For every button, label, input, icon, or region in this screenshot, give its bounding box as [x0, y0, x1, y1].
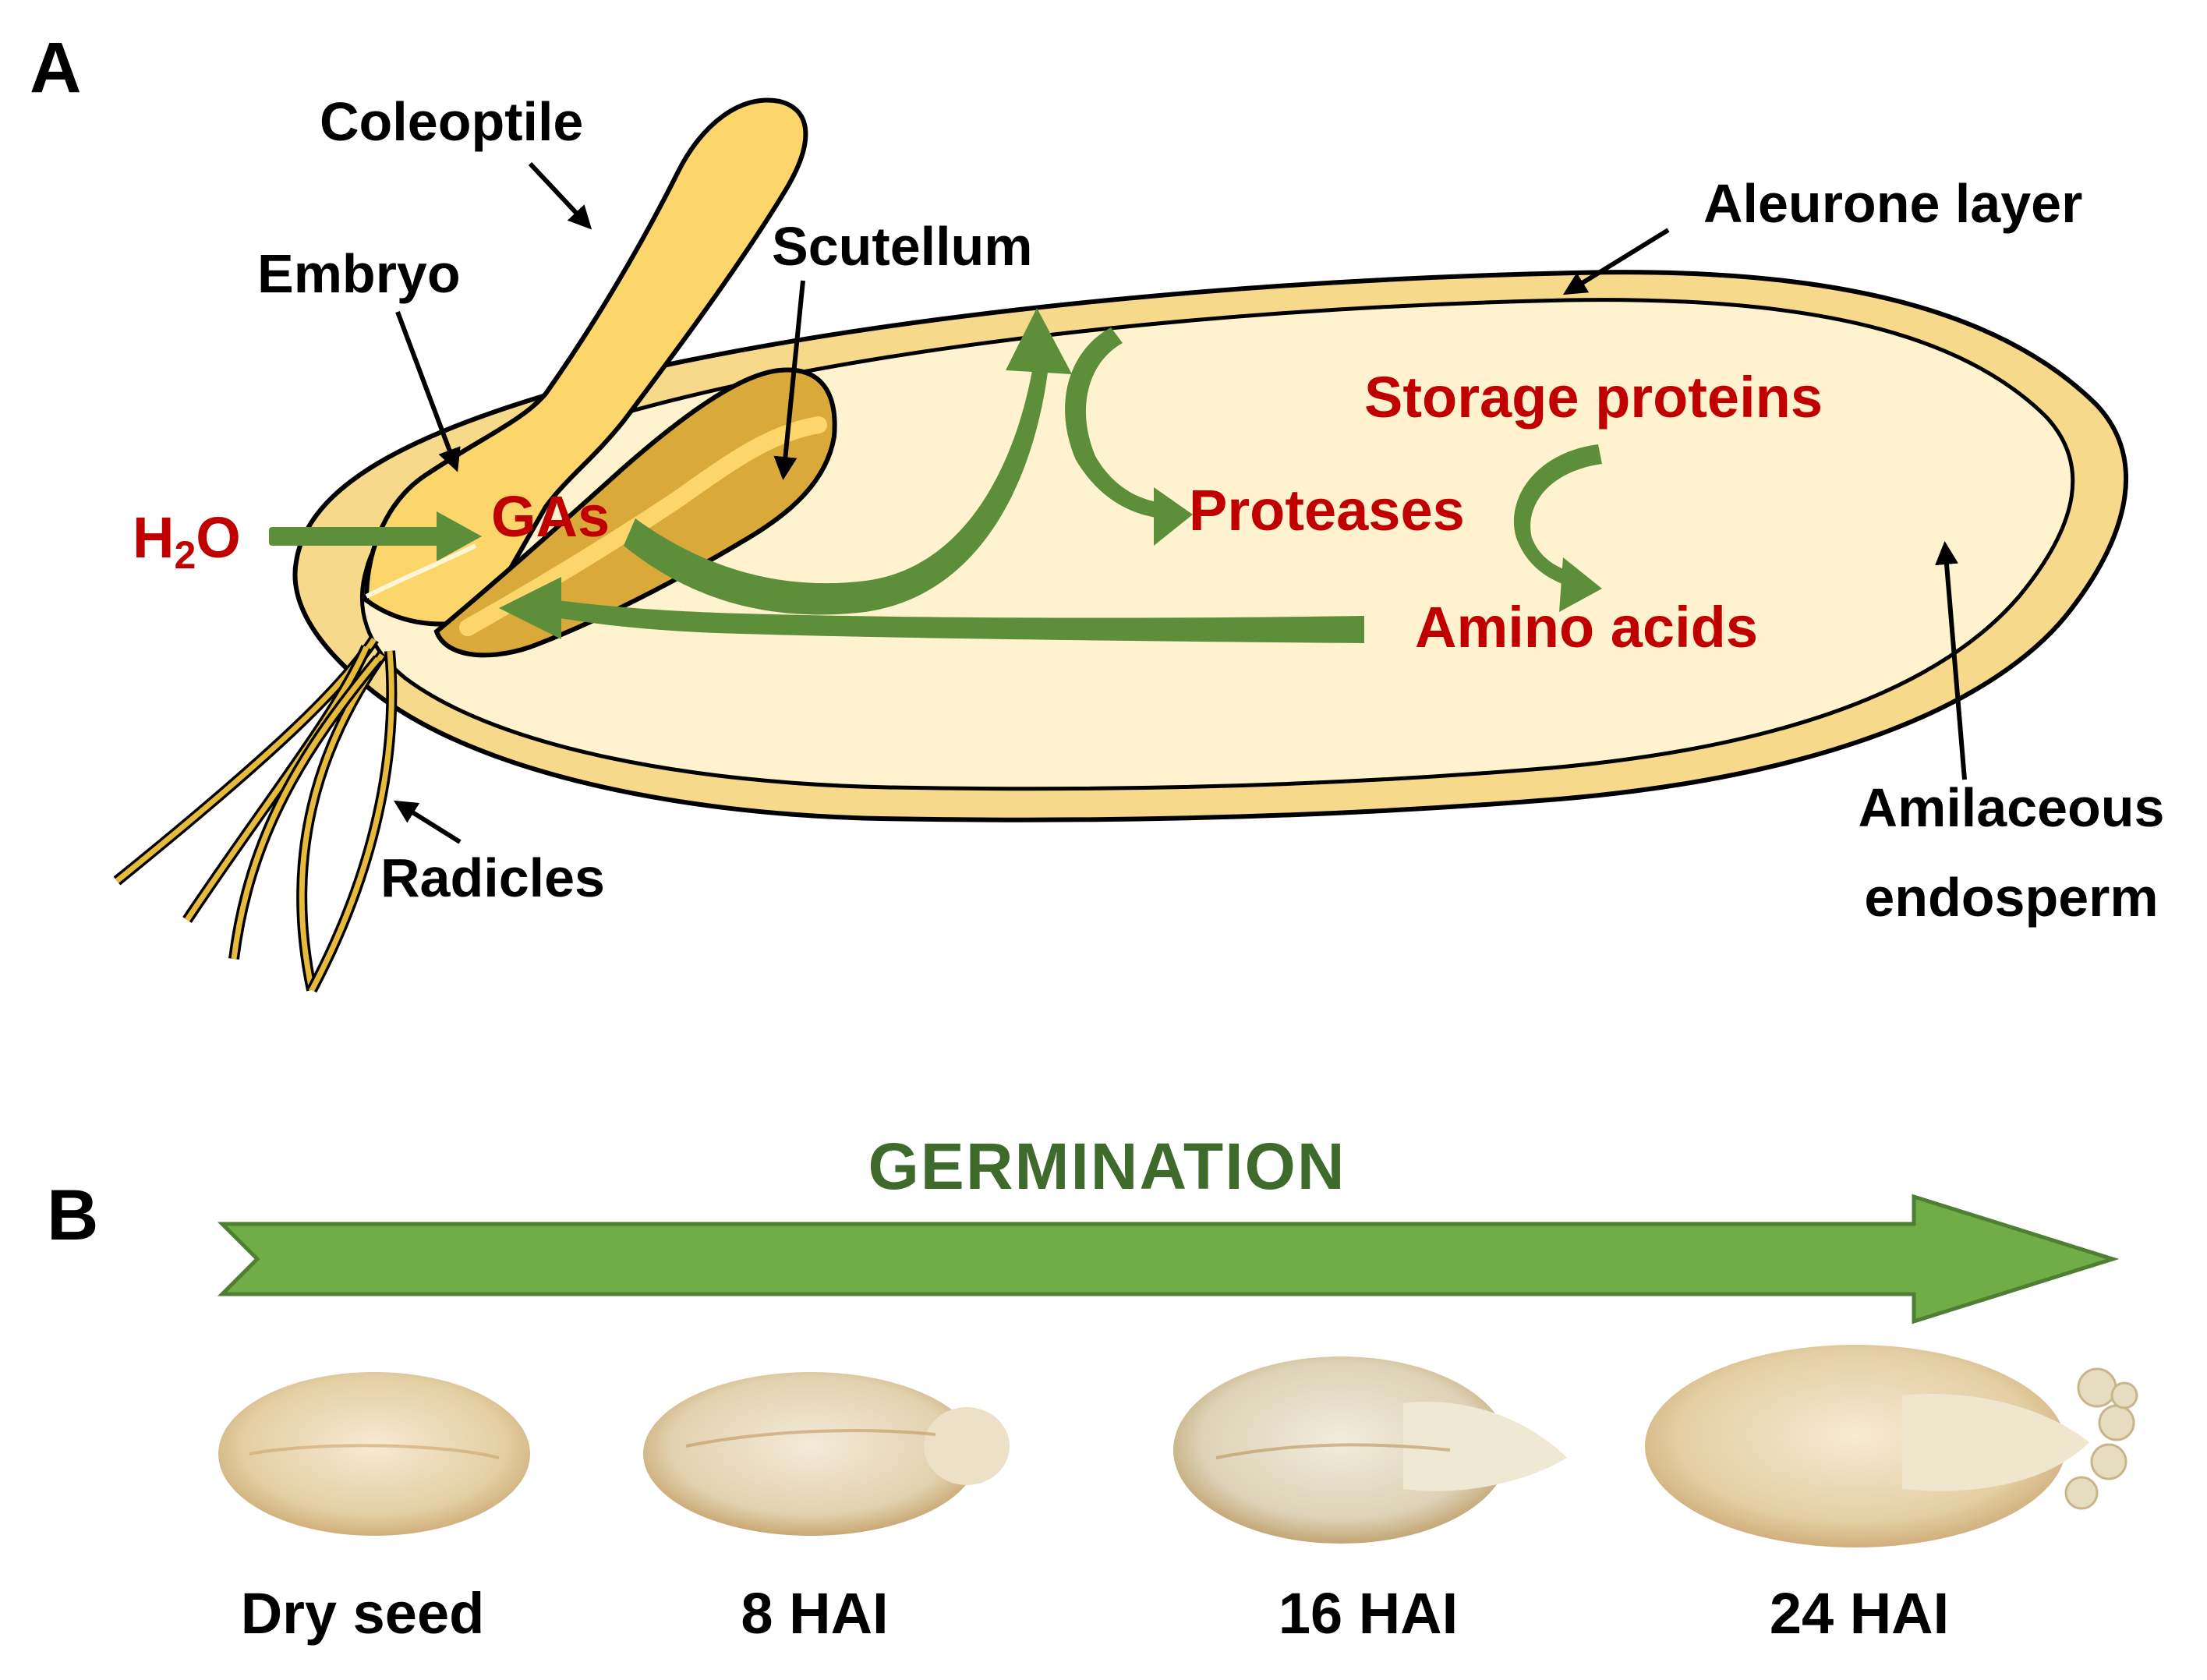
coleoptile-label: Coleoptile	[320, 91, 583, 152]
aleurone-to-proteases-arrow	[1065, 327, 1193, 546]
radicles	[113, 636, 398, 993]
water-sub: 2	[174, 533, 196, 577]
proteases-label: Proteases	[1189, 478, 1465, 543]
germination-arrow	[217, 1194, 2120, 1325]
scutellum-inner	[459, 416, 827, 636]
seed-16hai	[1173, 1356, 1567, 1544]
embryo-label: Embryo	[257, 243, 461, 304]
panel-b-letter: B	[47, 1176, 98, 1255]
timepoint-label: 24 HAI	[1770, 1581, 1949, 1646]
timepoint-label: 16 HAI	[1279, 1581, 1458, 1646]
amino-acids-label: Amino acids	[1415, 595, 1758, 660]
pointer-arrows	[393, 161, 1967, 844]
aleurone-layer-label: Aleurone layer	[1703, 173, 2082, 234]
water-label: H2O	[133, 505, 241, 577]
water-to-gas-arrow	[269, 511, 482, 561]
endosperm-pointer	[1935, 541, 1967, 780]
radicles-pointer	[393, 800, 462, 844]
endosperm-label-line1: Amilaceous	[1859, 777, 2165, 838]
embryo-coleoptile-shape	[363, 97, 808, 627]
storage-to-amino-arrow	[1513, 444, 1602, 612]
coleoptile-pointer	[528, 161, 592, 230]
water-h: H	[133, 505, 174, 570]
embryo-pointer	[395, 310, 461, 472]
panel-a-letter: A	[30, 28, 81, 108]
scutellum-pointer	[773, 280, 805, 480]
water-o: O	[196, 505, 241, 570]
seed-dry	[218, 1372, 530, 1536]
gas-to-aleurone-arrow	[624, 308, 1072, 615]
process-arrows	[269, 308, 1602, 643]
seed-24hai	[1645, 1345, 2138, 1547]
embryo	[363, 97, 808, 627]
seed-8hai	[643, 1372, 1010, 1536]
embryo-highlight	[365, 543, 477, 599]
scutellum	[433, 367, 837, 658]
radicles-label: Radicles	[380, 847, 605, 908]
aleurone-pointer	[1562, 228, 1670, 295]
gas-label: GAs	[491, 484, 610, 549]
endosperm-label-line2: endosperm	[1864, 867, 2158, 928]
storage-proteins-label: Storage proteins	[1364, 365, 1823, 430]
panel-b: B GERMINATION	[47, 1130, 2138, 1646]
amino-to-embryo-arrow	[499, 577, 1364, 643]
germination-label: GERMINATION	[868, 1130, 1346, 1203]
panel-a: A	[30, 28, 2165, 993]
timepoint-label: 8 HAI	[741, 1581, 888, 1646]
scutellum-label: Scutellum	[772, 216, 1033, 277]
timepoint-label: Dry seed	[241, 1581, 485, 1646]
